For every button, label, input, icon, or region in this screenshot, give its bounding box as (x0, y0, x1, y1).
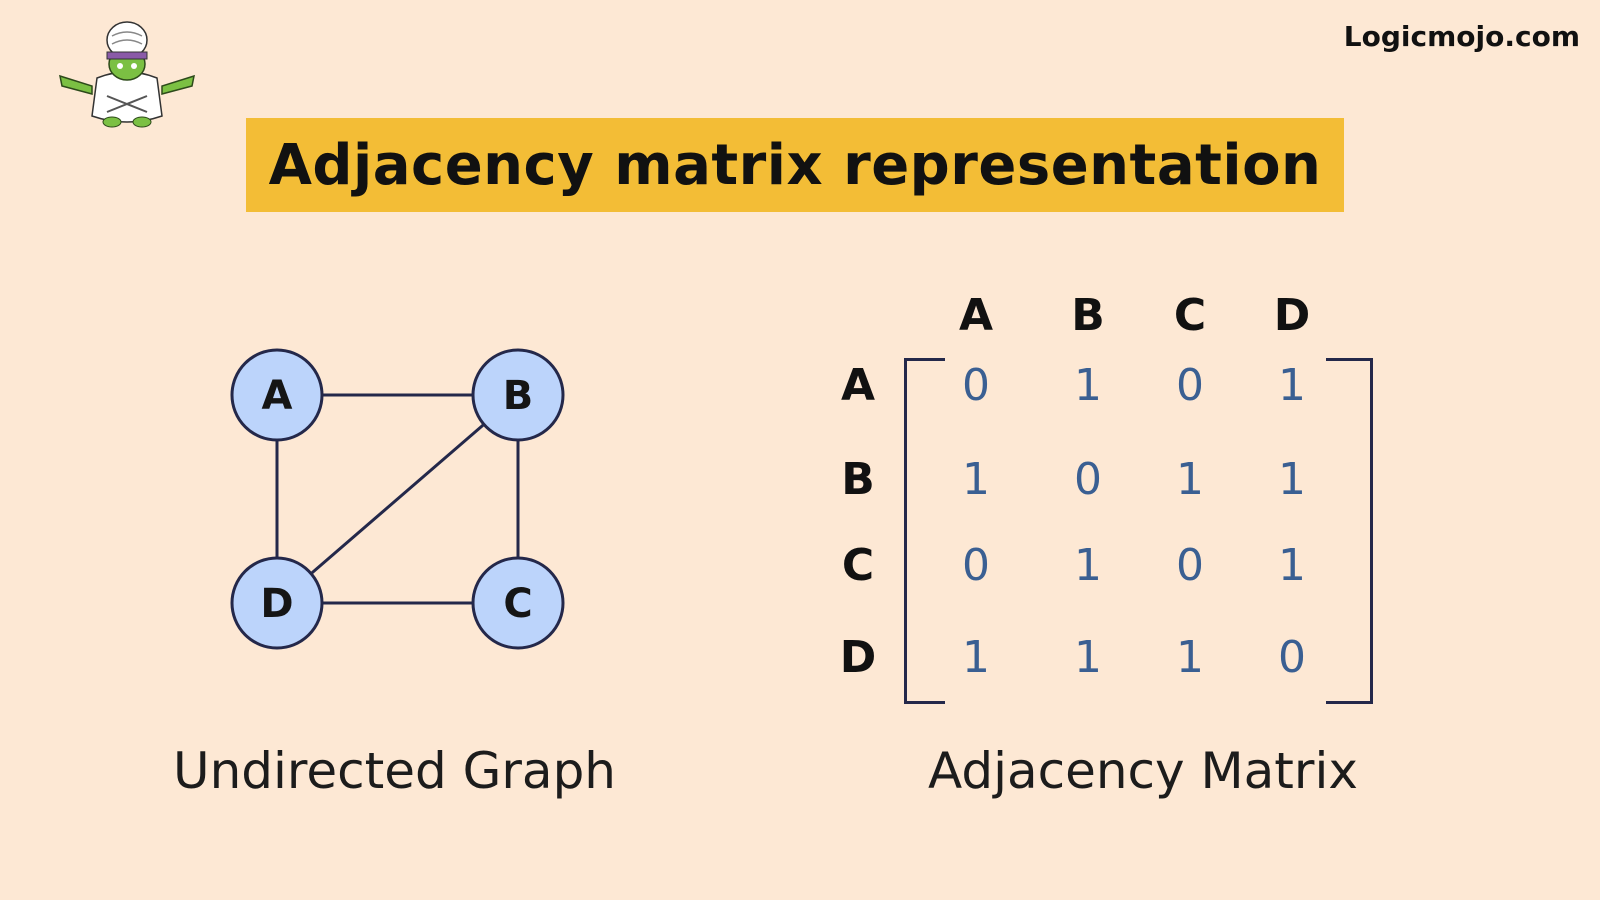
matrix-cell-D-C: 1 (1176, 632, 1204, 683)
matrix-cell-C-C: 0 (1176, 540, 1204, 591)
brand-name: Logicmojo.com (1343, 20, 1580, 53)
graph-caption: Undirected Graph (173, 742, 616, 800)
matrix-cell-A-B: 1 (1074, 360, 1102, 411)
matrix-row-header-A: A (840, 360, 876, 411)
matrix-row-header-B: B (841, 454, 875, 505)
matrix-caption: Adjacency Matrix (928, 742, 1358, 800)
matrix-cell-A-C: 0 (1176, 360, 1204, 411)
matrix-cell-D-D: 0 (1278, 632, 1306, 683)
matrix-col-header-A: A (958, 290, 994, 341)
matrix-col-header-D: D (1273, 290, 1311, 341)
mascot-logo-icon (59, 21, 195, 128)
title-banner: Adjacency matrix representation (246, 118, 1344, 212)
matrix-cell-C-A: 0 (962, 540, 990, 591)
matrix-cell-B-A: 1 (962, 454, 990, 505)
graph-node-D: D (230, 556, 324, 650)
matrix-col-header-B: B (1071, 290, 1105, 341)
page-title: Adjacency matrix representation (268, 132, 1322, 198)
matrix-cell-D-A: 1 (962, 632, 990, 683)
undirected-graph: A B C D (230, 348, 565, 650)
matrix-left-bracket (904, 358, 945, 704)
node-circle (230, 348, 324, 442)
graph-node-C: C (471, 556, 565, 650)
node-circle (471, 556, 565, 650)
matrix-row-header-D: D (839, 632, 877, 683)
matrix-cell-A-A: 0 (962, 360, 990, 411)
matrix-cell-B-B: 0 (1074, 454, 1102, 505)
matrix-cell-D-B: 1 (1074, 632, 1102, 683)
edge-B-D (310, 423, 485, 575)
matrix-col-header-C: C (1173, 290, 1207, 341)
graph-node-A: A (230, 348, 324, 442)
graph-node-B: B (471, 348, 565, 442)
matrix-right-bracket (1326, 358, 1373, 704)
node-circle (471, 348, 565, 442)
node-circle (230, 556, 324, 650)
matrix-cell-A-D: 1 (1278, 360, 1306, 411)
node-label: A (262, 373, 293, 419)
matrix-cell-B-C: 1 (1176, 454, 1204, 505)
matrix-row-header-C: C (841, 540, 875, 591)
node-label: C (503, 581, 532, 627)
matrix-cell-C-D: 1 (1278, 540, 1306, 591)
node-label: D (260, 581, 293, 627)
matrix-cell-C-B: 1 (1074, 540, 1102, 591)
node-label: B (503, 373, 534, 419)
matrix-cell-B-D: 1 (1278, 454, 1306, 505)
